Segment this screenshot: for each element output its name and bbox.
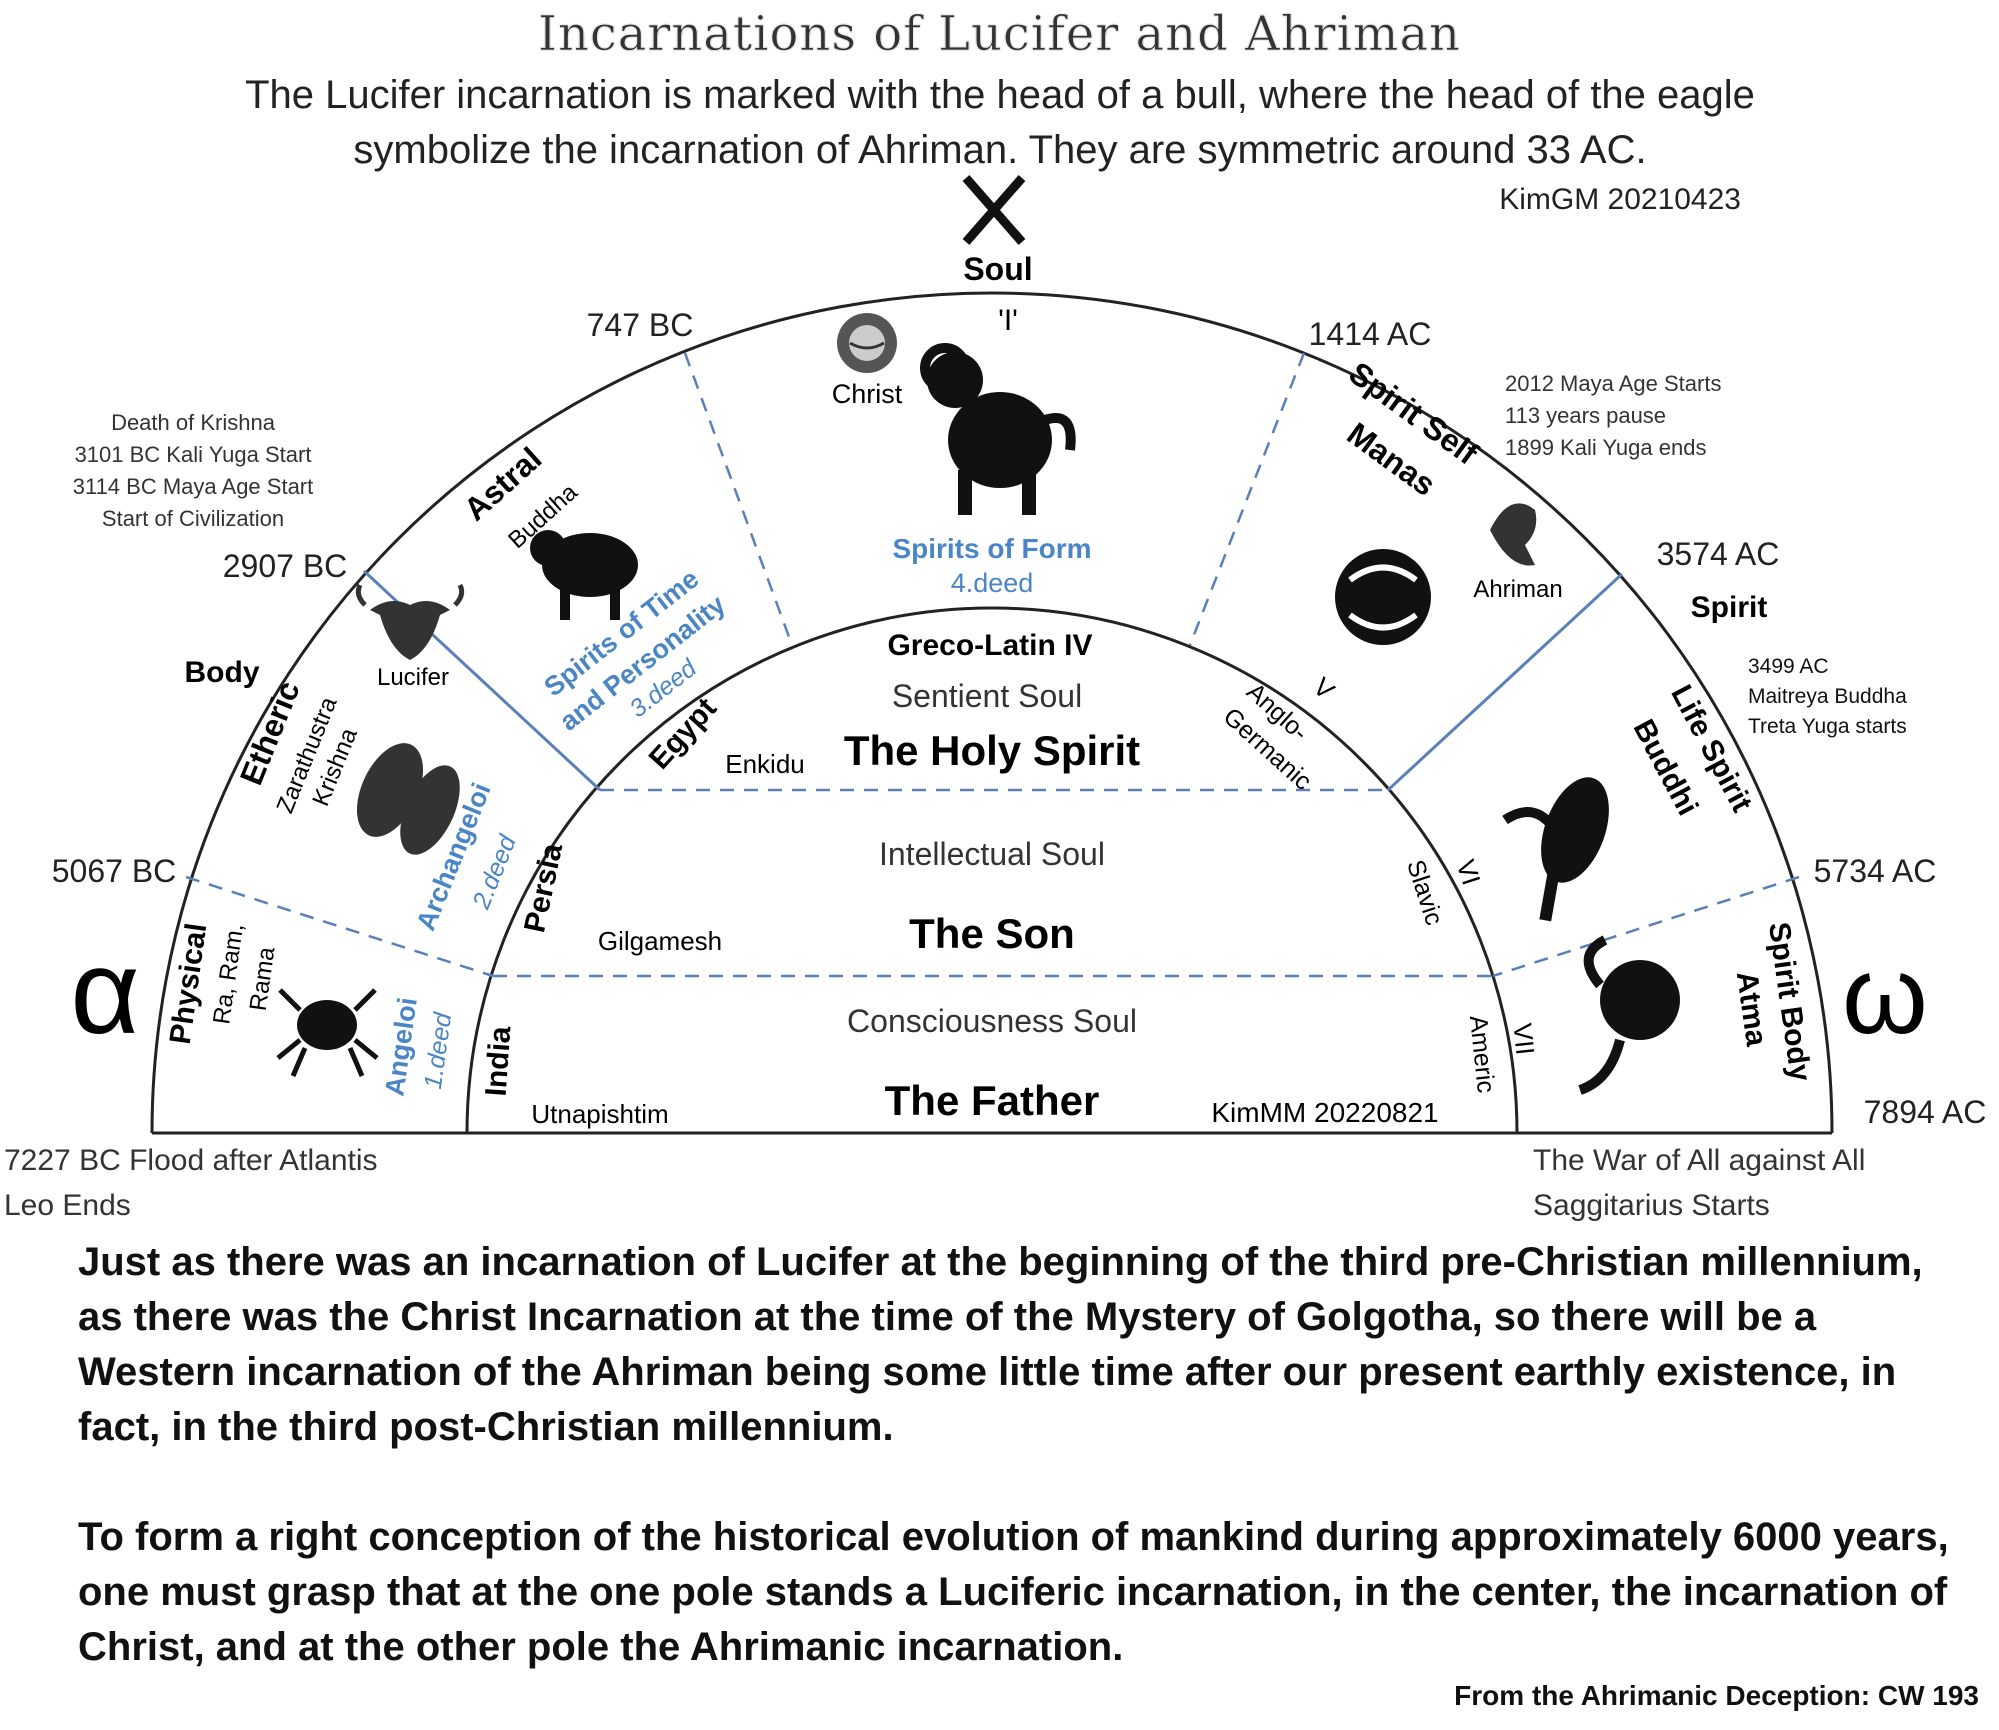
label-spirit-body: Spirit Body xyxy=(1762,920,1817,1083)
note-krishna-2: 3101 BC Kali Yuga Start xyxy=(75,442,312,467)
note-maya-2: 113 years pause xyxy=(1505,403,1666,428)
note-maya-3: 1899 Kali Yuga ends xyxy=(1505,435,1706,460)
note-bottom-right-2: Saggitarius Starts xyxy=(1533,1189,1770,1222)
note-bottom-left-2: Leo Ends xyxy=(4,1189,131,1222)
gemini-icon xyxy=(356,743,460,855)
credit-top: KimGM 20210423 xyxy=(1499,183,1741,216)
date-7894: 7894 AC xyxy=(1864,1094,1987,1130)
note-krishna-4: Start of Civilization xyxy=(102,506,284,531)
date-1414: 1414 AC xyxy=(1309,316,1432,352)
label-the-father: The Father xyxy=(885,1077,1100,1124)
label-the-son: The Son xyxy=(909,910,1075,957)
label-vi: VI xyxy=(1450,856,1486,889)
label-slavic: Slavic xyxy=(1401,856,1448,928)
label-holy-spirit: The Holy Spirit xyxy=(844,727,1140,774)
label-lucifer: Lucifer xyxy=(377,664,449,691)
aries-icon xyxy=(920,343,1076,515)
label-form-deed: 4.deed xyxy=(951,568,1034,598)
note-maitreya-2: Maitreya Buddha xyxy=(1748,685,1907,708)
label-india: India xyxy=(480,1025,518,1097)
label-ra: Ra, Ram, xyxy=(208,922,249,1026)
divider-1414 xyxy=(1188,352,1306,646)
note-krishna-3: 3114 BC Maya Age Start xyxy=(73,474,314,499)
cross-icon xyxy=(962,175,1026,245)
label-persia: Persia xyxy=(518,840,569,935)
label-americ: Americ xyxy=(1464,1014,1500,1094)
date-5734: 5734 AC xyxy=(1814,853,1937,889)
label-enkidu: Enkidu xyxy=(725,749,805,779)
pisces-icon xyxy=(1335,549,1431,645)
label-ang-deed: 1.deed xyxy=(419,1010,458,1091)
christ-icon xyxy=(837,313,897,373)
label-i: 'I' xyxy=(998,304,1018,337)
cancer-icon xyxy=(276,988,379,1077)
label-body: Body xyxy=(185,656,260,689)
label-physical: Physical xyxy=(164,921,214,1046)
omega-symbol: ω xyxy=(1842,934,1928,1057)
aquarius-icon xyxy=(1502,777,1609,922)
note-maya-1: 2012 Maya Age Starts xyxy=(1505,371,1721,396)
quote-source: From the Ahrimanic Deception: CW 193 xyxy=(1454,1680,1979,1711)
quote-paragraph-2: To form a right conception of the histor… xyxy=(78,1515,1949,1669)
label-atma: Atma xyxy=(1730,969,1773,1048)
date-3574: 3574 AC xyxy=(1657,536,1780,572)
divider-5734 xyxy=(1492,875,1800,978)
capricorn-icon xyxy=(1578,935,1680,1095)
subtitle: The Lucifer incarnation is marked with t… xyxy=(245,73,1755,172)
label-gilgamesh: Gilgamesh xyxy=(598,926,722,956)
label-v: V xyxy=(1308,671,1341,705)
label-angeloi: Angeloi xyxy=(379,996,422,1098)
quote-block: Just as there was an incarnation of Luci… xyxy=(78,1235,1978,1730)
label-ahriman: Ahriman xyxy=(1473,576,1562,603)
label-utnapishtim: Utnapishtim xyxy=(531,1099,668,1129)
date-747: 747 BC xyxy=(587,307,694,343)
divider-747 xyxy=(683,352,794,646)
alpha-symbol: α xyxy=(70,925,139,1059)
label-soul: Soul xyxy=(963,251,1032,287)
eagle-head-icon xyxy=(1490,503,1537,566)
label-spirit: Spirit xyxy=(1691,591,1768,624)
outer-arc xyxy=(150,291,1834,1134)
label-spirits-of-form: Spirits of Form xyxy=(892,533,1091,564)
note-maitreya-1: 3499 AC xyxy=(1748,655,1829,678)
note-bottom-left-1: 7227 BC Flood after Atlantis xyxy=(4,1144,378,1177)
label-christ: Christ xyxy=(832,379,903,409)
note-krishna-1: Death of Krishna xyxy=(111,410,276,435)
credit-inner: KimMM 20220821 xyxy=(1211,1097,1438,1128)
divider-5067 xyxy=(185,875,494,978)
note-maitreya-3: Treta Yuga starts xyxy=(1748,715,1907,738)
date-2907: 2907 BC xyxy=(223,548,348,584)
quote-paragraph-1: Just as there was an incarnation of Luci… xyxy=(78,1240,1923,1449)
label-intellectual-soul: Intellectual Soul xyxy=(879,836,1105,872)
bull-head-icon xyxy=(355,583,465,660)
date-5067: 5067 BC xyxy=(52,853,177,889)
divider-ahriman xyxy=(1386,572,1624,792)
inner-arc xyxy=(465,606,1519,1134)
label-sentient-soul: Sentient Soul xyxy=(892,678,1082,714)
page-title: Incarnations of Lucifer and Ahriman xyxy=(538,6,1461,63)
label-consciousness-soul: Consciousness Soul xyxy=(847,1003,1137,1039)
note-bottom-right-1: The War of All against All xyxy=(1533,1144,1865,1177)
label-vii: VII xyxy=(1507,1022,1540,1057)
label-greco-latin: Greco-Latin IV xyxy=(887,629,1092,662)
taurus-icon xyxy=(530,530,638,620)
label-rama: Rama xyxy=(245,945,281,1013)
